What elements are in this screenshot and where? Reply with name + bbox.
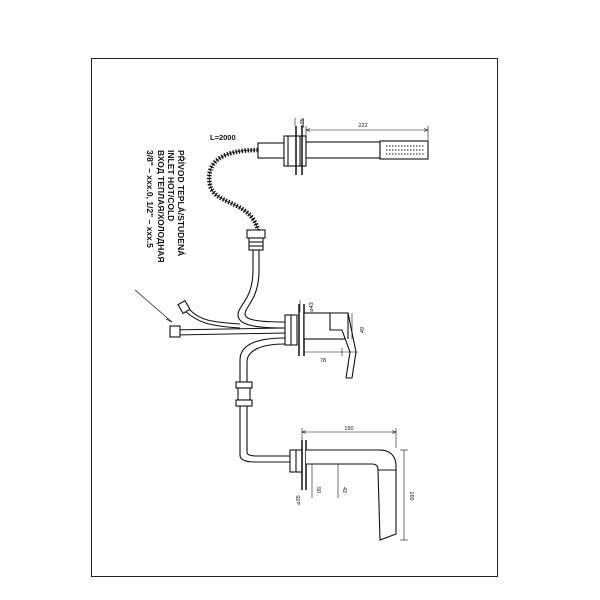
inlet-note: PŘÍVOD TEPLÁ/STUDENÁ INLET HOT/COLD ВХОД… (145, 150, 187, 262)
hose-length-label: L=2000 (210, 133, 236, 142)
mixer-body (284, 304, 357, 379)
handshower-mount-label: ⌀35 (300, 118, 306, 127)
inlet-note-line: PŘÍVOD TEPLÁ/STUDENÁ (176, 150, 187, 256)
handshower (257, 126, 429, 175)
mixer-length-label: 78 (320, 358, 326, 364)
spout-mount-label: ⌀35 (296, 495, 302, 504)
inlet-note-line: INLET HOT/COLD (166, 150, 176, 221)
flexible-hose (207, 147, 261, 231)
handshower-length-label: 222 (358, 123, 367, 129)
mixer-height-label: 49 (360, 327, 366, 333)
spout-length-label: 150 (344, 426, 353, 432)
mixer-diameter-label: ⌀43 (309, 302, 315, 311)
inlet-note-line: ВХОД ТЕПЛАЯ/ХОЛОДНАЯ (156, 150, 166, 262)
drawing-frame (91, 58, 498, 577)
spout-offset-a-label: 50 (315, 487, 321, 493)
spout-offset-b-label: 42 (341, 487, 347, 493)
spout-height-label: 160 (408, 491, 414, 500)
spout (289, 440, 397, 541)
inlet-note-line: 3/8" – xxx.0, 1/2" – xxx.5 (145, 150, 155, 248)
